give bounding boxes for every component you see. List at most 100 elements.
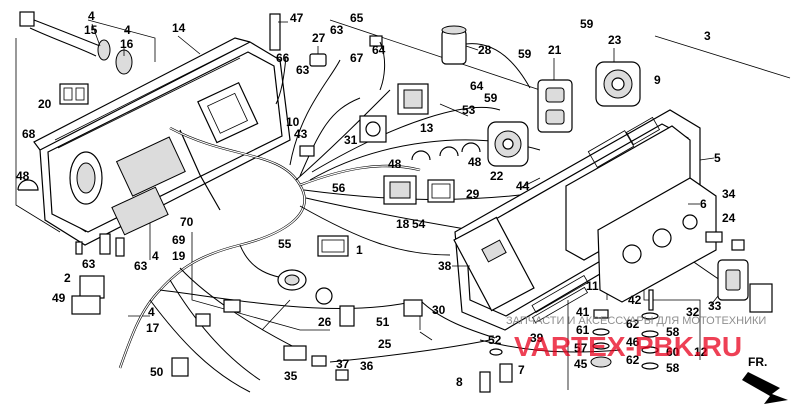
callout-10: 10 xyxy=(286,115,300,129)
callout-51: 51 xyxy=(376,315,390,329)
callout-7: 7 xyxy=(518,363,525,377)
callout-35: 35 xyxy=(284,369,298,383)
callout-36: 36 xyxy=(360,359,374,373)
callout-54: 54 xyxy=(412,217,426,231)
callout-22: 22 xyxy=(490,169,504,183)
callout-55: 55 xyxy=(278,237,292,251)
solenoid-and-clips xyxy=(269,13,531,157)
callout-44: 44 xyxy=(516,179,530,193)
callout-58: 58 xyxy=(666,325,680,339)
callout-4: 4 xyxy=(124,23,131,37)
callout-29: 29 xyxy=(466,187,480,201)
callout-18: 18 xyxy=(396,217,410,231)
callout-46: 46 xyxy=(626,335,640,349)
callout-57: 57 xyxy=(574,341,588,355)
callout-13: 13 xyxy=(420,121,434,135)
callout-9: 9 xyxy=(654,73,661,87)
callout-49: 49 xyxy=(52,291,66,305)
callout-65: 65 xyxy=(350,11,364,25)
callout-63: 63 xyxy=(330,23,344,37)
front-direction-label: FR. xyxy=(748,355,767,369)
callout-62: 62 xyxy=(626,317,640,331)
callout-26: 26 xyxy=(318,315,332,329)
harness-grommets xyxy=(19,11,133,105)
callout-6: 6 xyxy=(700,197,707,211)
receptacles xyxy=(487,61,641,167)
callout-5: 5 xyxy=(714,151,721,165)
callout-labels: 4 15 4 16 14 47 63 65 66 27 63 64 67 28 … xyxy=(16,9,767,389)
front-direction-arrow xyxy=(742,372,788,404)
callout-4: 4 xyxy=(152,249,159,263)
cable-clamps xyxy=(17,142,481,377)
hardware-stack xyxy=(590,289,659,370)
callout-3: 3 xyxy=(704,29,711,43)
leader-lines xyxy=(79,21,719,341)
callout-41: 41 xyxy=(576,305,590,319)
callout-48: 48 xyxy=(468,155,482,169)
callout-24: 24 xyxy=(722,211,736,225)
callout-45: 45 xyxy=(574,357,588,371)
callout-23: 23 xyxy=(608,33,622,47)
callout-38: 38 xyxy=(438,259,452,273)
switches xyxy=(317,83,455,257)
callout-64: 64 xyxy=(470,79,484,93)
callout-12: 12 xyxy=(694,345,708,359)
callout-4: 4 xyxy=(88,9,95,23)
callout-34: 34 xyxy=(722,187,736,201)
remote-receptacle xyxy=(705,231,773,313)
callout-63: 63 xyxy=(296,63,310,77)
callout-70: 70 xyxy=(180,215,194,229)
callout-60: 60 xyxy=(666,345,680,359)
callout-19: 19 xyxy=(172,249,186,263)
callout-67: 67 xyxy=(350,51,364,65)
callout-2: 2 xyxy=(64,271,71,285)
callout-47: 47 xyxy=(290,11,304,25)
engine-components xyxy=(223,269,423,381)
callout-59: 59 xyxy=(484,91,498,105)
callout-64: 64 xyxy=(372,43,386,57)
callout-8: 8 xyxy=(456,375,463,389)
callout-58: 58 xyxy=(666,361,680,375)
callout-48: 48 xyxy=(16,169,30,183)
callout-16: 16 xyxy=(120,37,134,51)
callout-17: 17 xyxy=(146,321,160,335)
callout-59: 59 xyxy=(518,47,532,61)
callout-61: 61 xyxy=(576,323,590,337)
watermark: ЗАПЧАСТИ И АКСЕССУАРЫ ДЛЯ МОТОТЕХНИКИ VA… xyxy=(506,315,766,362)
callout-4: 4 xyxy=(148,305,155,319)
callout-52: 52 xyxy=(488,333,502,347)
control-box-housing xyxy=(33,37,291,257)
callout-68: 68 xyxy=(22,127,36,141)
callout-42: 42 xyxy=(628,293,642,307)
callout-56: 56 xyxy=(332,181,346,195)
watermark-tagline: ЗАПЧАСТИ И АКСЕССУАРЫ ДЛЯ МОТОТЕХНИКИ xyxy=(506,315,766,327)
callout-21: 21 xyxy=(548,43,562,57)
callout-30: 30 xyxy=(432,303,446,317)
callout-11: 11 xyxy=(586,279,599,293)
callout-32: 32 xyxy=(686,305,700,319)
watermark-domain: VARTEX-PBK.RU xyxy=(514,331,742,362)
callout-27: 27 xyxy=(312,31,326,45)
callout-1: 1 xyxy=(356,243,363,257)
callout-15: 15 xyxy=(84,23,98,37)
callout-43: 43 xyxy=(294,127,308,141)
callout-53: 53 xyxy=(462,103,476,117)
callout-20: 20 xyxy=(38,97,52,111)
callout-28: 28 xyxy=(478,43,492,57)
callout-48: 48 xyxy=(388,157,402,171)
callout-31: 31 xyxy=(344,133,358,147)
control-panel xyxy=(453,109,717,331)
callout-62: 62 xyxy=(626,353,640,367)
callout-37: 37 xyxy=(336,357,350,371)
callout-14: 14 xyxy=(172,21,186,35)
callout-59: 59 xyxy=(580,17,594,31)
callout-63: 63 xyxy=(82,257,96,271)
callout-50: 50 xyxy=(150,365,164,379)
callout-66: 66 xyxy=(276,51,290,65)
callout-39: 39 xyxy=(530,331,544,345)
callout-33: 33 xyxy=(708,299,722,313)
callout-69: 69 xyxy=(172,233,186,247)
callout-25: 25 xyxy=(378,337,392,351)
callout-63: 63 xyxy=(134,259,148,273)
